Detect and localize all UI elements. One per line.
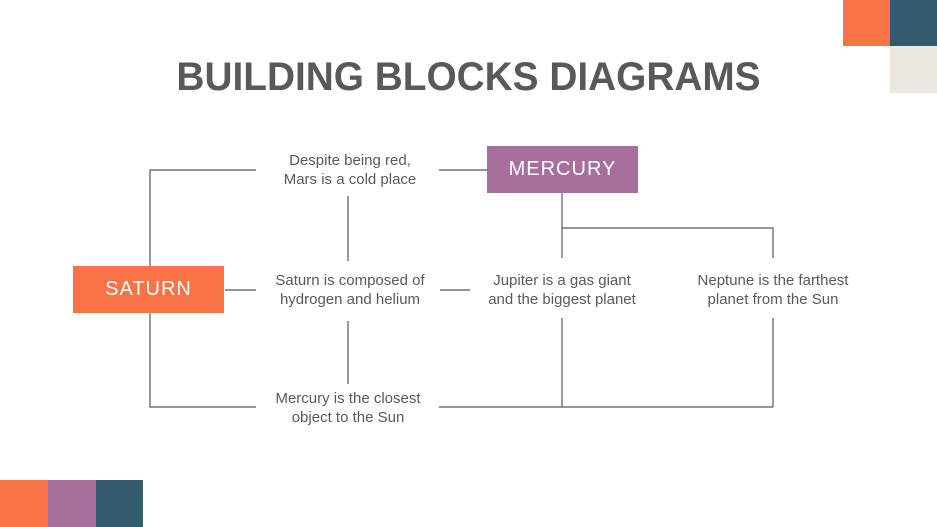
box-mercury: MERCURY bbox=[487, 146, 638, 193]
box-saturn: SATURN bbox=[73, 266, 224, 313]
decor-square-teal-bottom-left bbox=[96, 480, 143, 527]
node-mercury-fact: Mercury is the closest object to the Sun bbox=[275, 390, 421, 426]
node-saturn-fact: Saturn is composed of hydrogen and heliu… bbox=[275, 272, 425, 308]
connector-mercury-to-neptune bbox=[562, 227, 774, 258]
connector-saturn-to-mercury-fact bbox=[149, 313, 256, 408]
decor-square-orange-top-right bbox=[843, 0, 890, 46]
box-mercury-label: MERCURY bbox=[508, 158, 617, 180]
decor-square-cream-top-right bbox=[890, 46, 937, 93]
connector-saturn-to-mars bbox=[149, 169, 256, 266]
node-mars-fact: Despite being red, Mars is a cold place bbox=[283, 152, 417, 188]
decor-square-purple-bottom-left bbox=[48, 480, 96, 527]
box-saturn-label: SATURN bbox=[105, 278, 192, 300]
page-title: BUILDING BLOCKS DIAGRAMS bbox=[176, 55, 761, 99]
decor-square-orange-bottom-left bbox=[0, 480, 48, 527]
decor-square-teal-top-right bbox=[890, 0, 937, 46]
node-jupiter-fact: Jupiter is a gas giant and the biggest p… bbox=[488, 272, 636, 308]
node-neptune-fact: Neptune is the farthest planet from the … bbox=[697, 272, 849, 308]
